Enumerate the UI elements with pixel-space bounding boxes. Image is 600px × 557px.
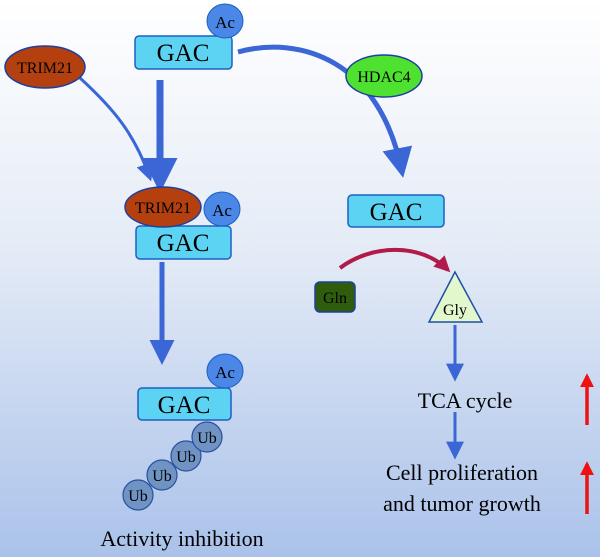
svg-text:Gln: Gln bbox=[323, 290, 347, 307]
ac-top-badge: Ac bbox=[206, 3, 244, 39]
ub-bead-2: Ub bbox=[170, 440, 202, 472]
ub-bead-3: Ub bbox=[146, 459, 178, 491]
ub-bead-4: Ub bbox=[122, 479, 154, 511]
svg-text:Ub: Ub bbox=[128, 488, 148, 505]
svg-text:Gly: Gly bbox=[443, 302, 467, 319]
trim21-bound: TRIM21 bbox=[124, 186, 202, 228]
ac-bottom-badge: Ac bbox=[206, 353, 244, 389]
gac-mid-node: GAC bbox=[135, 225, 232, 260]
arrow-hdac4-deacetylation bbox=[237, 44, 413, 178]
gac-top-node: GAC bbox=[134, 35, 233, 70]
hdac4-enzyme: HDAC4 bbox=[345, 54, 423, 98]
tumor-growth-label: and tumor growth bbox=[383, 491, 541, 516]
arrow-trim21-binding bbox=[78, 76, 154, 182]
svg-text:HDAC4: HDAC4 bbox=[357, 69, 410, 86]
svg-text:Ub: Ub bbox=[176, 449, 196, 466]
gac-right-node: GAC bbox=[347, 194, 445, 228]
svg-text:GAC: GAC bbox=[370, 199, 423, 226]
svg-text:Ub: Ub bbox=[152, 468, 172, 485]
arrow-gln-to-gly bbox=[338, 247, 451, 273]
svg-text:GAC: GAC bbox=[157, 40, 210, 67]
gac-bottom-node: GAC bbox=[137, 387, 232, 421]
svg-text:Ac: Ac bbox=[215, 13, 235, 32]
svg-text:TRIM21: TRIM21 bbox=[17, 60, 73, 77]
ub-bead-1: Ub bbox=[191, 421, 223, 453]
tca-cycle-label: TCA cycle bbox=[418, 388, 513, 413]
svg-text:GAC: GAC bbox=[158, 392, 211, 419]
ub-chain: Ub Ub Ub Ub bbox=[122, 421, 223, 511]
svg-text:TRIM21: TRIM21 bbox=[135, 200, 191, 217]
ac-mid-badge: Ac bbox=[203, 191, 241, 227]
svg-text:GAC: GAC bbox=[157, 230, 210, 257]
cell-proliferation-label: Cell proliferation bbox=[386, 460, 538, 485]
svg-text:Ac: Ac bbox=[215, 363, 235, 382]
activity-inhibition-label: Activity inhibition bbox=[100, 526, 263, 551]
gln-node: Gln bbox=[314, 281, 356, 313]
svg-text:Ub: Ub bbox=[197, 430, 217, 447]
gly-node: Gly bbox=[427, 270, 484, 323]
svg-text:Ac: Ac bbox=[212, 201, 232, 220]
trim21-enzyme: TRIM21 bbox=[4, 45, 86, 89]
